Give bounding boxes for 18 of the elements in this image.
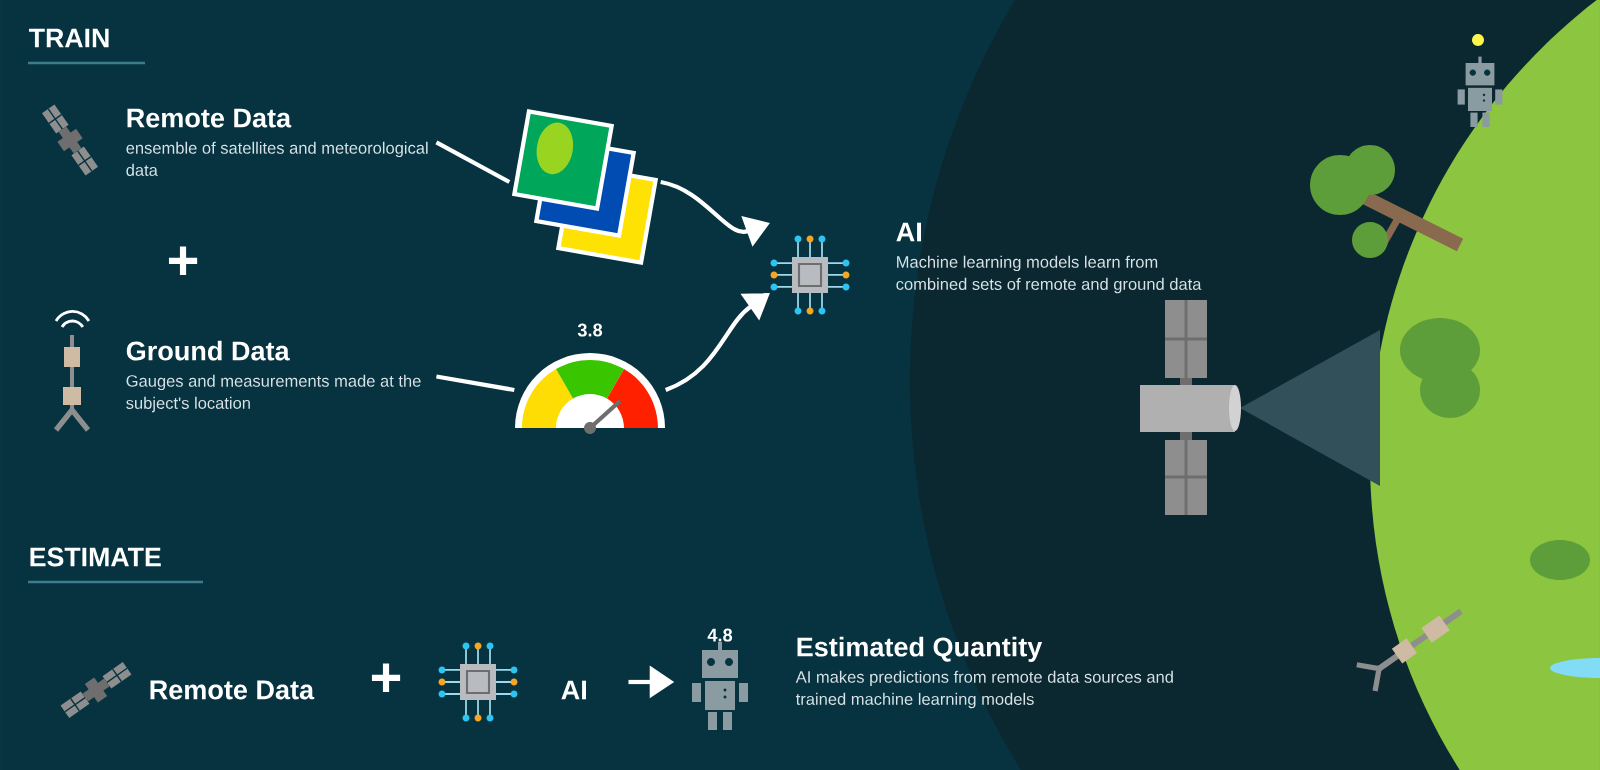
description: Gauges and measurements made at the subject's location bbox=[126, 374, 421, 413]
description: AI makes predictions from remote data sources and trained machine learning models bbox=[795, 670, 1173, 709]
section-heading: ESTIMATE bbox=[30, 547, 161, 567]
gauge-drawing bbox=[515, 353, 665, 434]
heading: AI bbox=[561, 680, 586, 700]
robot-icon bbox=[692, 642, 748, 730]
heading: AI bbox=[896, 222, 921, 242]
value-label: 4.8 bbox=[707, 628, 733, 642]
plus-sign: + bbox=[168, 246, 198, 276]
heading: Remote Data bbox=[127, 108, 292, 128]
heading: Estimated Quantity bbox=[797, 636, 1043, 662]
description: Machine learning models learn from combined sets of remote and ground data bbox=[896, 255, 1202, 294]
plus-sign: + bbox=[371, 663, 401, 693]
value-label: 3.8 bbox=[577, 323, 603, 337]
heading: Ground Data bbox=[126, 340, 290, 361]
section-heading: TRAIN bbox=[29, 28, 109, 48]
description: ensemble of satellites and meteorological data bbox=[126, 141, 428, 176]
heading: Remote Data bbox=[150, 680, 315, 700]
